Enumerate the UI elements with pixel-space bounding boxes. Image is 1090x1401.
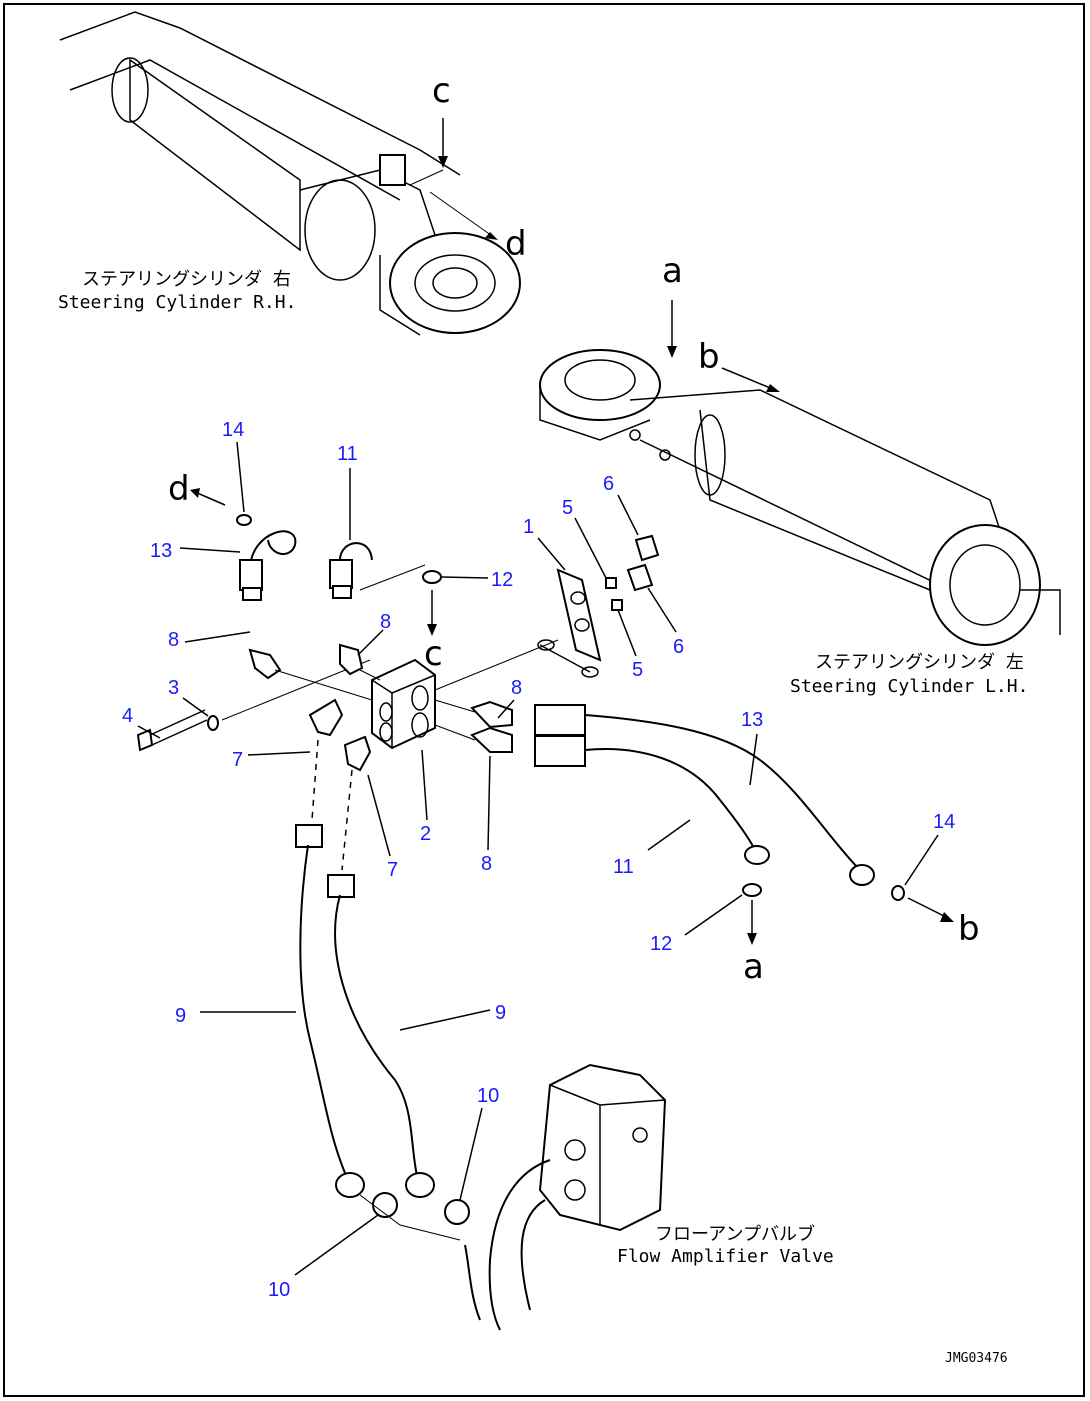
elbow-fitting-8-left [248,643,364,680]
caption-lh-jp: ステアリングシリンダ 左 [815,652,1024,673]
hose-11-right [534,735,770,865]
elbow-fitting-8-right [470,700,513,753]
manifold-block [371,658,436,750]
callout-9-left: 9 [175,1005,186,1027]
callout-9-right: 9 [495,1002,506,1024]
drawing-code: JMG03476 [945,1351,1008,1366]
hose-9-right [327,874,435,1198]
steering-cylinder-lh [539,349,1061,646]
hose-9-left [295,824,365,1198]
callout-11-upper: 11 [337,443,358,465]
callout-6-upper: 6 [603,473,614,495]
o-ring-12-upper [422,570,442,584]
callout-5-lower: 5 [632,659,643,681]
letter-d-upper: d [505,224,527,264]
callout-7-lower: 7 [387,859,398,881]
callout-8-right-lower: 8 [481,853,492,875]
letter-a-upper: a [662,251,683,291]
steering-cylinder-rh [59,11,521,336]
hose-13-right [534,704,875,886]
bolt [136,709,208,752]
callout-12-upper: 12 [491,569,513,591]
o-ring-14-upper [236,514,252,526]
callout-8-left: 8 [168,629,179,651]
letter-b-upper: b [698,337,720,377]
callout-11-lower: 11 [613,856,634,878]
callout-10-upper: 10 [477,1085,499,1107]
letter-d-lower: d [168,469,190,509]
callout-8-right-upper: 8 [511,677,522,699]
callout-4: 4 [122,705,133,727]
callout-2: 2 [420,823,431,845]
callout-13-upper: 13 [150,540,172,562]
callout-5-upper: 5 [562,497,573,519]
fitting-6-lower [626,563,654,592]
part-callouts: 1 2 3 4 5 5 6 6 7 7 8 8 8 8 9 9 10 10 [122,419,955,1301]
flow-amplifier-valve [464,1063,667,1331]
nut-upper [605,577,617,589]
callout-13-right: 13 [741,709,763,731]
caption-lh-en: Steering Cylinder L.H. [790,676,1028,697]
bracket-plate [537,568,602,678]
caption-valve-jp: フローアンプバルブ [655,1223,815,1245]
callout-14-upper: 14 [222,419,244,441]
letter-b-lower: b [958,909,980,949]
letter-a-lower: a [743,947,764,987]
callout-12-lower: 12 [650,933,672,955]
elbow-fitting-7 [308,698,372,772]
o-ring-14-lower [891,885,905,901]
callout-10-lower: 10 [268,1279,290,1301]
o-ring-12-lower [742,883,762,897]
callout-8-center: 8 [380,611,391,633]
caption-valve-en: Flow Amplifier Valve [617,1246,834,1267]
callout-6-lower: 6 [673,636,684,658]
washer [207,715,219,731]
callout-14-lower: 14 [933,811,955,833]
nut-lower [611,599,623,611]
callout-3: 3 [168,677,179,699]
fitting-6-upper [634,534,660,562]
callout-1: 1 [523,516,534,538]
hose-11-upper [329,542,373,599]
callout-7-left: 7 [232,749,243,771]
plug-10-right [444,1199,470,1225]
letter-c-lower: c [424,634,443,674]
caption-rh-jp: ステアリングシリンダ 右 [82,269,291,290]
caption-rh-en: Steering Cylinder R.H. [58,292,296,313]
letter-c-upper: c [432,71,451,111]
hose-13-upper [239,530,297,601]
